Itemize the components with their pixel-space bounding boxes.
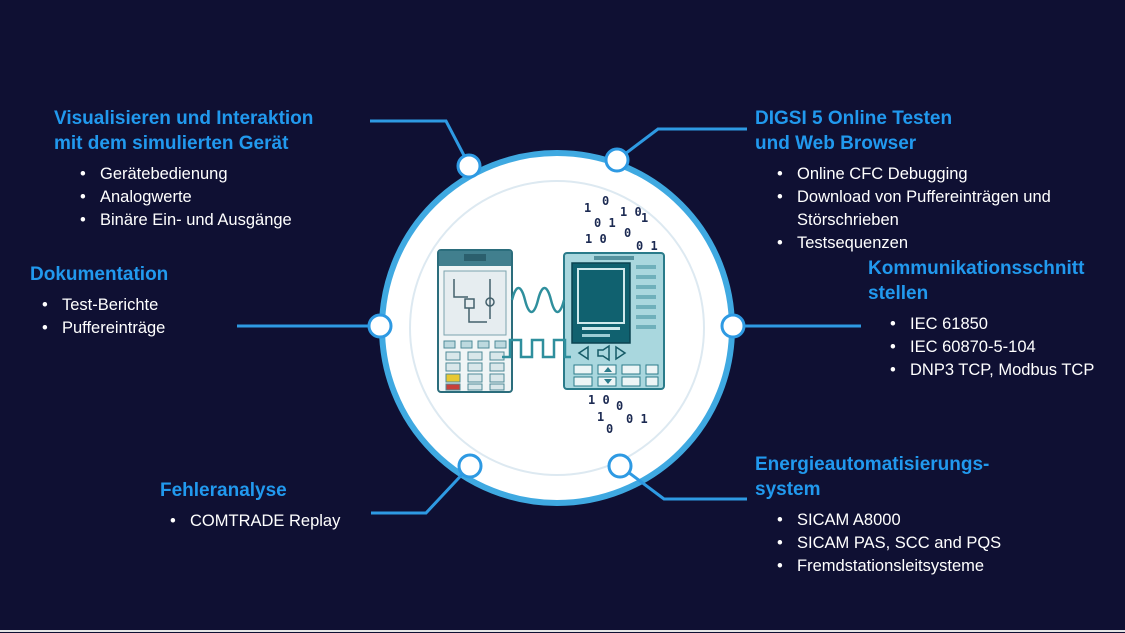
section-visualisieren: Visualisieren und Interaktion mit dem si… bbox=[54, 106, 384, 232]
title-line: stellen bbox=[868, 283, 929, 304]
device-right bbox=[563, 252, 665, 390]
bullet-text: Online CFC Debugging bbox=[797, 165, 968, 183]
arrow-right-icon bbox=[615, 345, 627, 361]
binary-digit: 0 bbox=[624, 226, 631, 240]
bullet-text: SICAM PAS, SCC and PQS bbox=[797, 534, 1002, 552]
bullet-item: IEC 60870-5-104 bbox=[888, 336, 1113, 359]
speaker-icon bbox=[597, 344, 610, 362]
bullet-text: Analogwerte bbox=[100, 188, 192, 206]
connector-top-left bbox=[370, 119, 471, 166]
bullet-text: SICAM A8000 bbox=[797, 511, 901, 529]
title-line: und Web Browser bbox=[755, 133, 917, 154]
bullet-text: DNP3 TCP, Modbus TCP bbox=[910, 361, 1095, 379]
bullet-list: Test-Berichte Puffereinträge bbox=[40, 294, 260, 340]
waveforms bbox=[502, 286, 571, 359]
node-bottom-left bbox=[457, 453, 483, 479]
bullet-item: COMTRADE Replay bbox=[168, 510, 430, 533]
bullet-item: Download von Puffereinträgen und Störsch… bbox=[775, 186, 1095, 232]
slide-bottom-edge bbox=[0, 630, 1125, 632]
square-wave-icon bbox=[502, 338, 571, 359]
section-title: Visualisieren und Interaktion mit dem si… bbox=[54, 106, 384, 156]
bullet-text: Fremdstationsleitsysteme bbox=[797, 557, 985, 575]
bullet-item: Online CFC Debugging bbox=[775, 163, 1095, 186]
binary-digit: 1 bbox=[597, 410, 604, 424]
node-mid-right bbox=[720, 313, 746, 339]
bullet-list: IEC 61850 IEC 60870-5-104 DNP3 TCP, Modb… bbox=[888, 313, 1113, 382]
node-mid-left bbox=[367, 313, 393, 339]
bullet-list: Online CFC Debugging Download von Puffer… bbox=[775, 163, 1095, 255]
bullet-item: Testsequenzen bbox=[775, 232, 1095, 255]
title-line: mit dem simulierten Gerät bbox=[54, 133, 289, 154]
binary-digit: 1 0 bbox=[585, 232, 607, 246]
bullet-text: Gerätebedienung bbox=[100, 165, 228, 183]
node-bottom-right bbox=[607, 453, 633, 479]
bullet-item: SICAM A8000 bbox=[775, 509, 1065, 532]
bullet-text: Download von Puffereinträgen und Störsch… bbox=[797, 188, 1051, 229]
bullet-text: IEC 61850 bbox=[910, 315, 988, 333]
sine-wave-icon bbox=[510, 286, 566, 314]
bullet-list: SICAM A8000 SICAM PAS, SCC and PQS Fremd… bbox=[775, 509, 1065, 578]
device-left bbox=[437, 249, 513, 393]
bullet-item: DNP3 TCP, Modbus TCP bbox=[888, 359, 1113, 382]
binary-digits-top: 1 0 0 1 1 0 1 0 0 1 0 1 bbox=[584, 194, 658, 253]
title-line: Fehleranalyse bbox=[160, 480, 287, 501]
bullet-list: Gerätebedienung Analogwerte Binäre Ein- … bbox=[78, 163, 384, 232]
title-line: Dokumentation bbox=[30, 264, 169, 285]
bullet-text: Testsequenzen bbox=[797, 234, 908, 252]
bullet-item: SICAM PAS, SCC and PQS bbox=[775, 532, 1065, 555]
bullet-text: COMTRADE Replay bbox=[190, 512, 341, 530]
connector-nodes bbox=[367, 147, 746, 479]
binary-digits-bottom: 1 0 0 1 0 1 0 bbox=[588, 393, 648, 436]
connector-top-right bbox=[616, 127, 747, 162]
section-title: DIGSI 5 Online Testen und Web Browser bbox=[755, 106, 1095, 156]
section-kommunikation: Kommunikationsschnitt stellen IEC 61850 … bbox=[868, 256, 1113, 382]
binary-digit: 0 1 bbox=[626, 412, 648, 426]
binary-digit: 0 1 bbox=[594, 216, 616, 230]
bullet-list: COMTRADE Replay bbox=[168, 510, 430, 533]
bullet-text: IEC 60870-5-104 bbox=[910, 338, 1036, 356]
section-title: Fehleranalyse bbox=[160, 478, 430, 503]
title-line: Energieautomatisierungs- bbox=[755, 454, 990, 475]
bullet-item: Test-Berichte bbox=[40, 294, 260, 317]
section-title: Kommunikationsschnitt stellen bbox=[868, 256, 1113, 306]
title-line: DIGSI 5 Online Testen bbox=[755, 108, 953, 129]
binary-digit: 0 bbox=[606, 422, 613, 436]
section-digsi-online: DIGSI 5 Online Testen und Web Browser On… bbox=[755, 106, 1095, 255]
binary-digit: 0 bbox=[602, 194, 609, 208]
bullet-text: Test-Berichte bbox=[62, 296, 159, 314]
binary-digit: 1 bbox=[584, 201, 591, 215]
title-line: Visualisieren und Interaktion bbox=[54, 108, 314, 129]
section-title: Energieautomatisierungs- system bbox=[755, 452, 1065, 502]
bullet-item: IEC 61850 bbox=[888, 313, 1113, 336]
bullet-item: Binäre Ein- und Ausgänge bbox=[78, 209, 384, 232]
bullet-item: Analogwerte bbox=[78, 186, 384, 209]
section-fehleranalyse: Fehleranalyse COMTRADE Replay bbox=[160, 478, 430, 533]
node-top-right bbox=[604, 147, 630, 173]
bullet-item: Gerätebedienung bbox=[78, 163, 384, 186]
binary-digit: 1 bbox=[641, 211, 648, 225]
section-title: Dokumentation bbox=[30, 262, 260, 287]
section-energieautomatisierung: Energieautomatisierungs- system SICAM A8… bbox=[755, 452, 1065, 578]
bullet-text: Binäre Ein- und Ausgänge bbox=[100, 211, 292, 229]
bullet-item: Fremdstationsleitsysteme bbox=[775, 555, 1065, 578]
binary-digit: 1 0 bbox=[588, 393, 610, 407]
title-line: Kommunikationsschnitt bbox=[868, 258, 1085, 279]
binary-digit: 0 bbox=[616, 399, 623, 413]
connector-lines bbox=[237, 119, 861, 515]
title-line: system bbox=[755, 479, 821, 500]
center-ring bbox=[379, 150, 735, 506]
binary-digit: 0 1 bbox=[636, 239, 658, 253]
node-top-left bbox=[456, 153, 482, 179]
arrow-left-icon bbox=[577, 345, 589, 361]
section-dokumentation: Dokumentation Test-Berichte Puffereinträ… bbox=[30, 262, 260, 340]
bullet-item: Puffereinträge bbox=[40, 317, 260, 340]
binary-digit: 1 0 bbox=[620, 205, 642, 219]
connector-bottom-right bbox=[619, 464, 747, 501]
bullet-text: Puffereinträge bbox=[62, 319, 166, 337]
